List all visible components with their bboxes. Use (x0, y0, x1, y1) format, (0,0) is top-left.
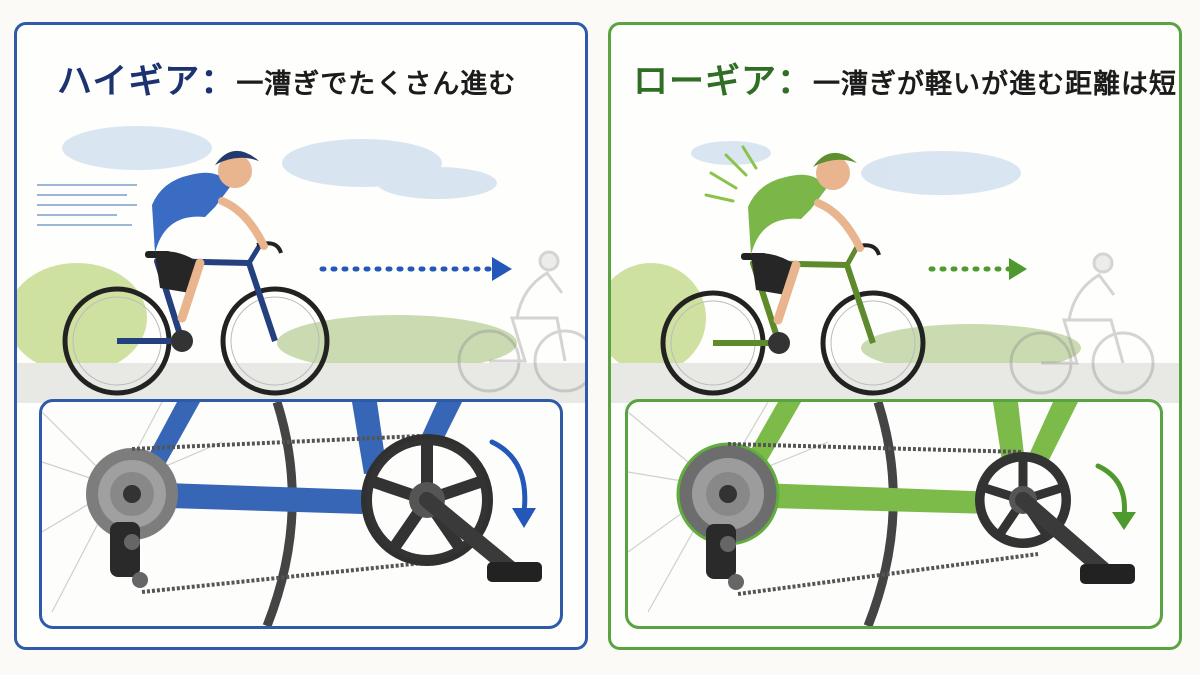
chain (131, 434, 433, 594)
landscape-hills (611, 263, 1179, 403)
high-gear-panel: ハイギア：一漕ぎでたくさん進む (14, 22, 588, 650)
rotation-arrow-icon (1095, 463, 1136, 530)
low-gear-drivetrain-detail (625, 399, 1163, 629)
high-gear-title: ハイギア： (57, 62, 237, 102)
ghost-cyclist-icon (457, 250, 585, 393)
low-gear-riding-scene (611, 113, 1179, 403)
cassette-icon (676, 442, 780, 546)
low-gear-heading: ローギア：一漕ぎが軽いが進む距離は短い (633, 53, 1182, 104)
low-gear-description: 一漕ぎが軽いが進む距離は短い (813, 69, 1182, 100)
pedal-icon (1015, 492, 1135, 584)
effort-marks (704, 145, 758, 203)
high-gear-heading: ハイギア：一漕ぎでたくさん進む (57, 53, 516, 104)
cloud-icon (62, 126, 497, 199)
rotation-arrow-icon (489, 439, 536, 528)
ghost-cyclist-icon (1009, 252, 1155, 395)
cassette-icon (86, 448, 178, 540)
speed-lines (37, 184, 137, 226)
low-gear-title: ローギア： (633, 62, 814, 102)
high-gear-drivetrain-detail (39, 399, 563, 629)
pedal-icon (419, 492, 542, 582)
motion-arrow-icon (319, 257, 512, 281)
high-gear-description: 一漕ぎでたくさん進む (236, 69, 517, 100)
high-gear-riding-scene (17, 113, 585, 403)
chain (727, 442, 1039, 596)
cyclist-icon (660, 152, 926, 396)
cyclist-icon (62, 150, 330, 396)
low-gear-panel: ローギア：一漕ぎが軽いが進む距離は短い (608, 22, 1182, 650)
rear-derailleur (706, 524, 744, 590)
rear-derailleur (110, 522, 148, 588)
motion-arrow-icon (928, 258, 1027, 280)
